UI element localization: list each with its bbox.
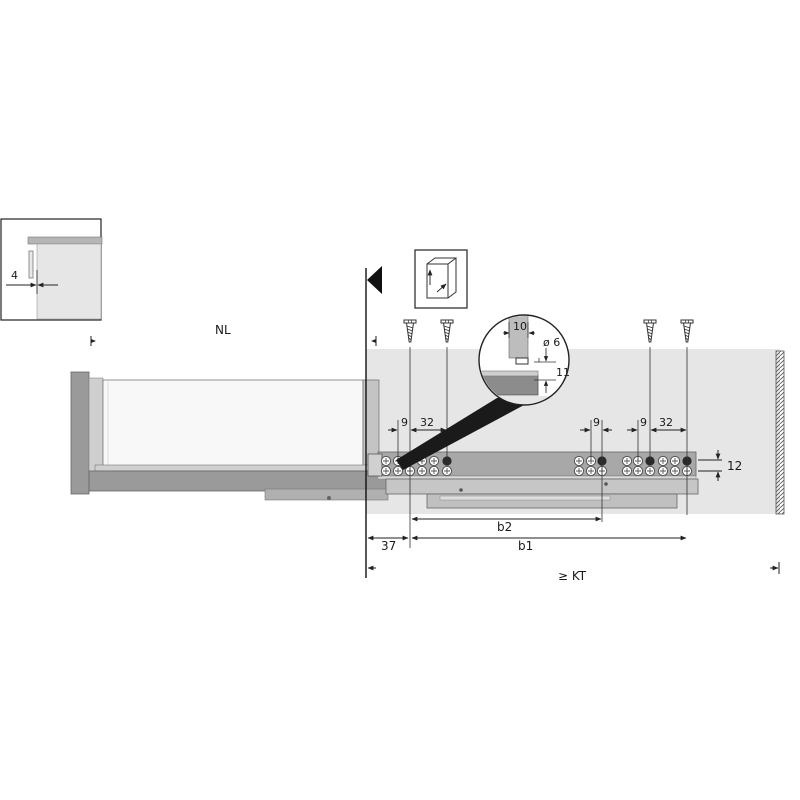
drawer	[70, 371, 390, 501]
cabinet-symbol-box	[414, 249, 468, 309]
dimension-9-label: 9	[401, 416, 408, 429]
screw-icon	[680, 319, 694, 343]
dimension-32-label: 32	[659, 416, 673, 429]
front-reference-triangle	[367, 266, 382, 294]
b1-label: b1	[518, 539, 533, 553]
inset-detail: 4	[0, 218, 103, 321]
reference-lines	[397, 347, 688, 548]
cabinet-back-wall	[775, 350, 785, 515]
dimension-11-label: 11	[556, 366, 570, 379]
nl-label: NL	[215, 323, 231, 337]
kt-label: ≥ KT	[558, 569, 587, 583]
zoom-detail: 10 ø 6 11	[396, 314, 570, 470]
screw-icon	[403, 319, 417, 343]
dimension-10-label: 10	[513, 320, 527, 333]
dimension-12-label: 12	[727, 459, 742, 473]
dimension-37-label: 37	[381, 539, 396, 553]
dimension-9-label: 9	[593, 416, 600, 429]
inset-dimension-label: 4	[11, 269, 18, 282]
screw-icon	[643, 319, 657, 343]
b2-label: b2	[497, 520, 512, 534]
screw-icon	[440, 319, 454, 343]
dimension-9-label: 9	[640, 416, 647, 429]
diameter-label: ø 6	[543, 336, 560, 349]
dimension-lines	[90, 336, 780, 574]
dimension-32-label: 32	[420, 416, 434, 429]
